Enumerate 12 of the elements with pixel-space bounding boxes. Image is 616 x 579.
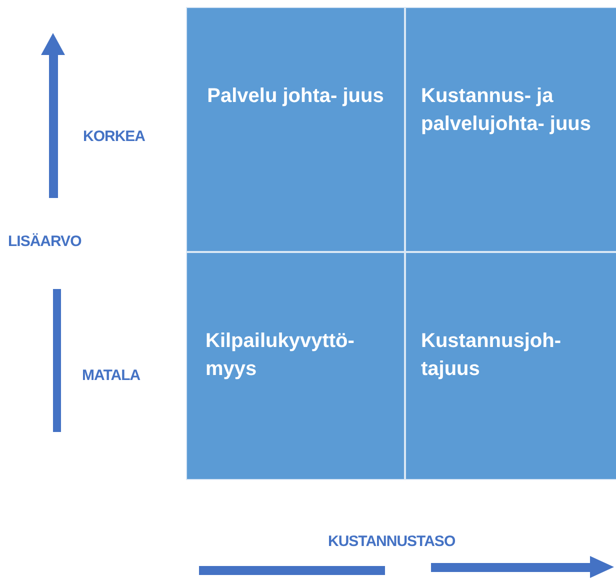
quadrant-box <box>406 8 616 251</box>
quadrant-label: Kilpailukyvyttö- myys <box>206 329 356 382</box>
axis-label: KORKEA <box>83 127 146 147</box>
axis-label: LISÄARVO <box>8 232 82 252</box>
quadrant-label: Palvelu johta- juus <box>207 84 384 109</box>
quadrant-box <box>187 8 404 251</box>
quadrant-box <box>406 253 616 479</box>
quadrant-box <box>187 253 404 479</box>
axis-label: MATALA <box>82 366 140 386</box>
axis-label: KUSTANNUSTASO <box>328 532 456 552</box>
quadrant-label: Kustannusjoh- tajuus <box>421 329 562 382</box>
quadrant-label: Kustannus- ja palvelujohta- juus <box>421 84 592 137</box>
